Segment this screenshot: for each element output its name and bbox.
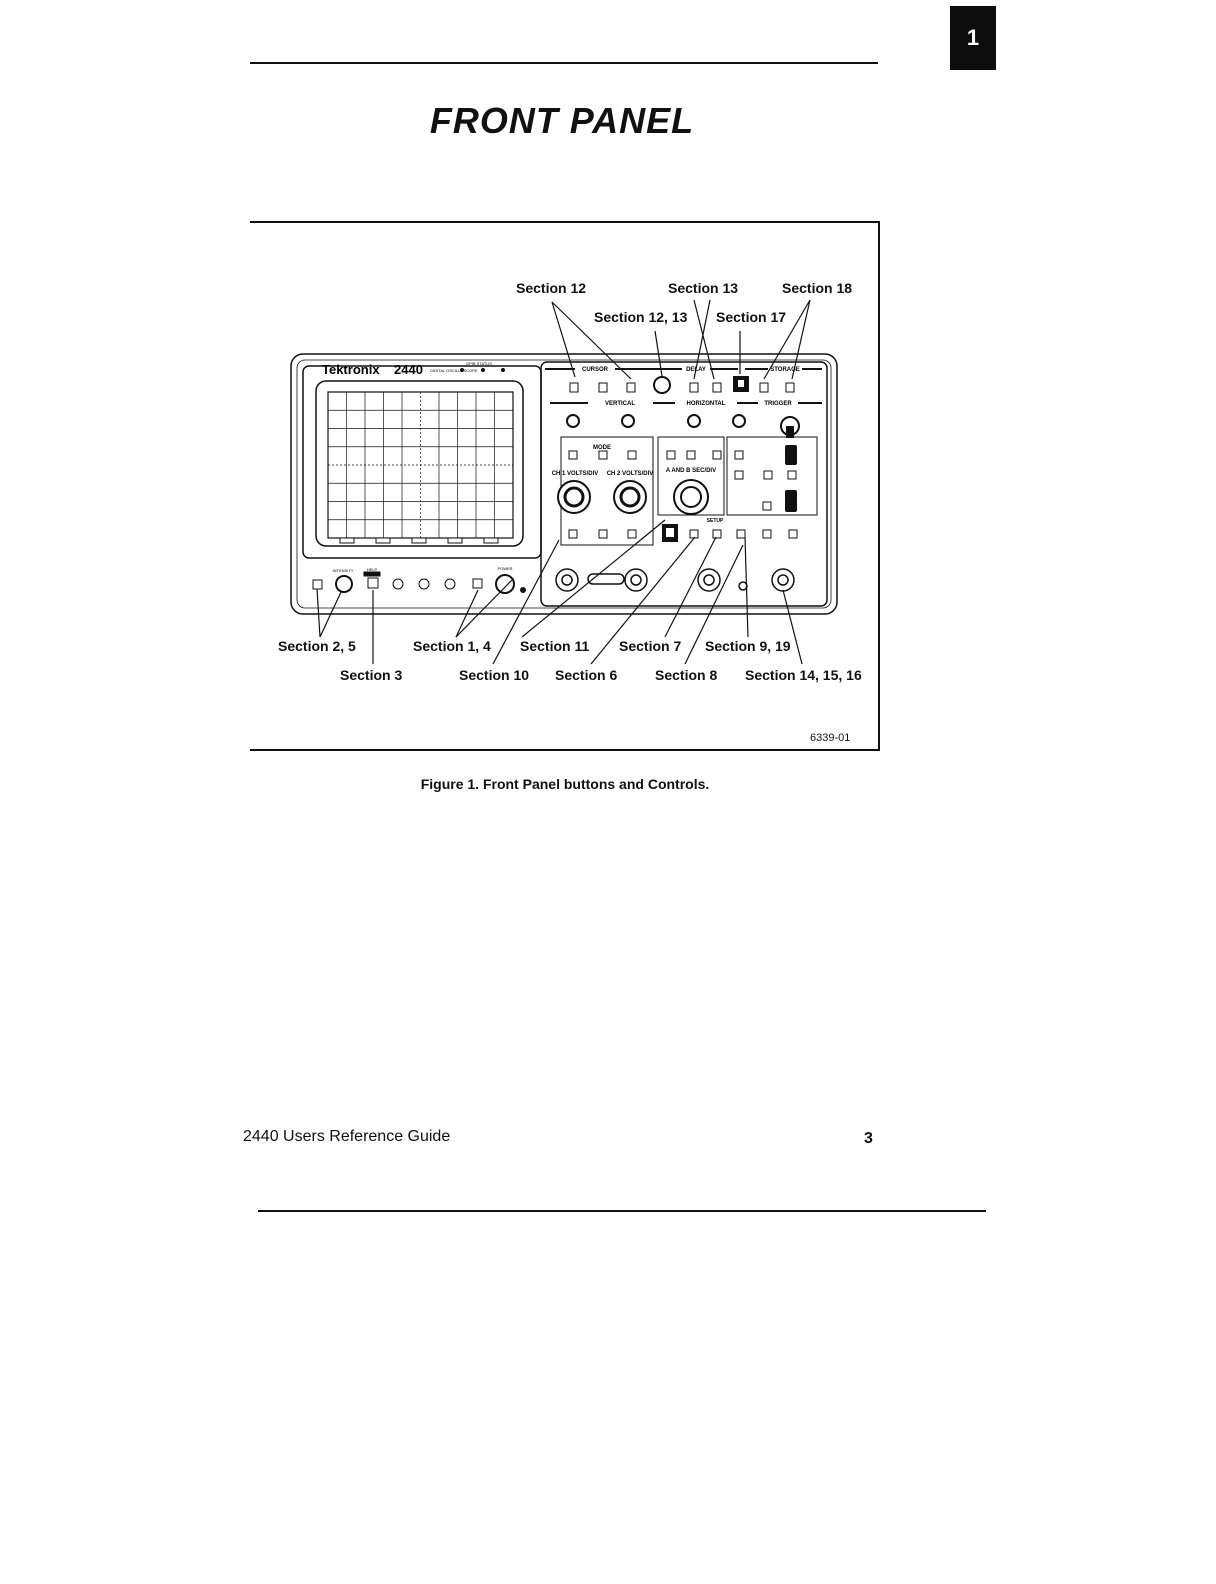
figure-caption: Figure 1. Front Panel buttons and Contro…	[420, 776, 710, 792]
callout-section-3: Section 3	[340, 667, 403, 683]
callout-section-13: Section 13	[668, 280, 739, 296]
callout-section-1-4: Section 1, 4	[413, 638, 491, 654]
figure-number: 6339-01	[810, 732, 851, 744]
guide-title: 2440 Users Reference Guide	[243, 1128, 451, 1145]
storage-group-label: STORAGE	[770, 367, 800, 373]
page-number: 3	[864, 1130, 873, 1147]
callout-section-11: Section 11	[520, 638, 590, 654]
cursor-group-label: CURSOR	[582, 367, 609, 373]
callout-section-9-19: Section 9, 19	[705, 638, 791, 654]
callout-section-2-5: Section 2, 5	[278, 638, 356, 654]
callout-section-14-15-16: Section 14, 15, 16	[745, 667, 862, 683]
ch1-volts-label: CH 1 VOLTS/DIV	[552, 471, 599, 477]
callout-section-12: Section 12	[516, 280, 587, 296]
horizontal-group-label: HORIZONTAL	[687, 401, 726, 407]
callout-section-18: Section 18	[782, 280, 853, 296]
brand-subtitle: DIGITAL OSCILLOSCOPE	[430, 368, 478, 373]
chapter-tab: 1	[950, 6, 996, 70]
power-label: POWER	[497, 566, 512, 571]
callout-section-10: Section 10	[459, 667, 530, 683]
trigger-group-label: TRIGGER	[764, 401, 792, 407]
model-label: 2440	[394, 362, 423, 377]
vertical-group-label: VERTICAL	[605, 401, 635, 407]
callout-section-17: Section 17	[716, 309, 787, 325]
callout-section-7: Section 7	[619, 638, 682, 654]
setup-label: SETUP	[707, 518, 724, 524]
top-rule	[250, 62, 878, 64]
callout-section-12-13: Section 12, 13	[594, 309, 688, 325]
bottom-rule	[258, 1210, 986, 1212]
mode-label: MODE	[593, 445, 611, 451]
gpib-status-label: GPIB STATUS	[466, 361, 492, 366]
page-title: FRONT PANEL	[429, 100, 695, 141]
crt-graticule	[328, 392, 513, 538]
help-label: HELP	[367, 567, 378, 572]
brand-label: Tektronix	[322, 362, 380, 377]
callout-section-8: Section 8	[655, 667, 718, 683]
sec-div-label: A AND B SEC/DIV	[666, 468, 716, 474]
intensity-label: INTENSITY	[333, 568, 354, 573]
callout-section-6: Section 6	[555, 667, 618, 683]
figure-frame	[250, 221, 880, 751]
ch2-volts-label: CH 2 VOLTS/DIV	[607, 471, 654, 477]
